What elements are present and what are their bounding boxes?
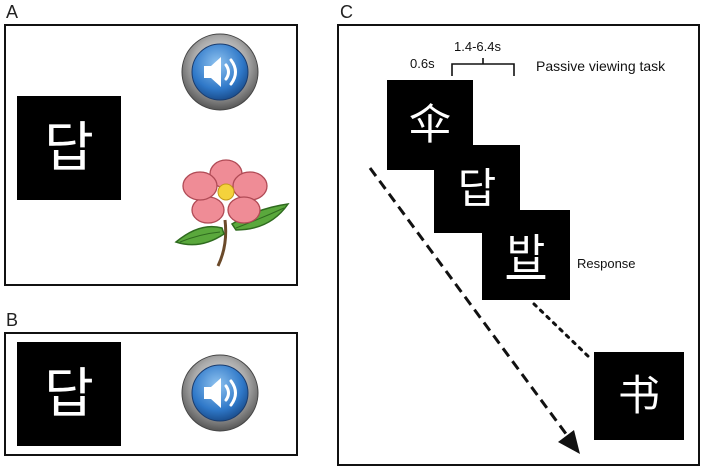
panel-c-frame bbox=[337, 24, 700, 466]
panel-c-letter: C bbox=[340, 2, 353, 22]
panel-b-stimulus-card: 답 bbox=[17, 342, 121, 446]
panel-b-letter: B bbox=[6, 310, 19, 330]
sequence-stimulus-2: 답 bbox=[434, 145, 520, 233]
sequence-character-3: 밥 bbox=[506, 230, 546, 279]
sequence-character-4: 书 bbox=[617, 371, 660, 420]
timing-first-label: 0.6s bbox=[410, 56, 435, 71]
speaker-icon bbox=[181, 33, 259, 111]
panel-a-stimulus-card: 답 bbox=[17, 96, 121, 200]
sequence-character-2: 답 bbox=[457, 164, 497, 213]
sequence-stimulus-4: 书 bbox=[594, 352, 684, 440]
task-label: Passive viewing task bbox=[536, 58, 666, 74]
continuation-dots bbox=[532, 302, 594, 362]
timing-bracket bbox=[451, 58, 515, 76]
sequence-stimulus-3: 밥 bbox=[482, 210, 570, 300]
speaker-icon bbox=[181, 354, 259, 432]
timing-range-label: 1.4-6.4s bbox=[454, 39, 501, 54]
panel-b-character: 답 bbox=[44, 362, 94, 425]
response-label: Response bbox=[577, 256, 636, 271]
panel-a-character: 답 bbox=[44, 116, 94, 179]
panel-a-letter: A bbox=[6, 2, 19, 22]
time-arrow bbox=[368, 167, 580, 454]
sequence-character-1: 伞 bbox=[408, 100, 451, 149]
panel-b-frame bbox=[4, 332, 298, 456]
flower-icon bbox=[174, 159, 290, 267]
panel-a-frame bbox=[4, 24, 298, 286]
